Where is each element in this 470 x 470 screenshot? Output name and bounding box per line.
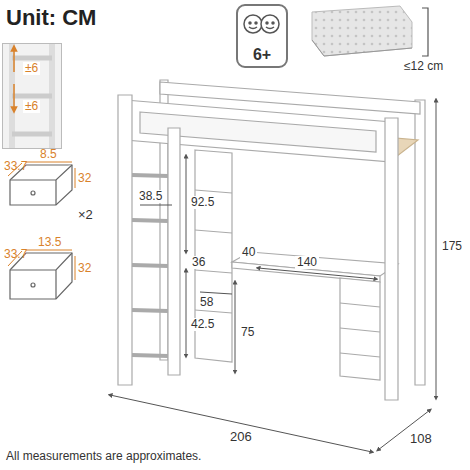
dimension: 108	[408, 432, 434, 446]
note: All measurements are approximates.	[6, 450, 201, 463]
unit-title: Unit: CM	[6, 6, 96, 30]
kids-icon	[244, 15, 279, 33]
drawer-dimension-lines	[8, 162, 75, 280]
dimension: 42.5	[189, 318, 216, 331]
dimension: 75	[239, 326, 256, 339]
drawer-drawing	[10, 165, 72, 299]
dimension: 33.7	[4, 248, 27, 261]
dimension: 32	[78, 262, 91, 275]
dimension: 58	[198, 296, 215, 309]
dimension: 206	[228, 430, 254, 444]
dimension: 8.5	[40, 148, 57, 161]
age-badge: 6+	[236, 4, 288, 68]
dimension: 36	[190, 256, 207, 269]
dimension: 140	[295, 256, 319, 269]
node-label: ±6	[23, 100, 40, 113]
node-label: 6+	[253, 46, 271, 64]
dimension: 33.7	[4, 160, 27, 173]
dimension: 92.5	[189, 196, 216, 209]
ladder-detail	[3, 44, 61, 148]
dimension: 175	[440, 240, 464, 253]
ladder-detail-box: ±6 ±6	[2, 43, 62, 149]
dimension: 13.5	[38, 236, 61, 249]
dimension: 32	[78, 172, 91, 185]
mattress-image	[312, 6, 428, 56]
dimension-lines	[110, 100, 436, 452]
loft-bed	[118, 80, 425, 400]
mattress-thickness: ≤12 cm	[404, 60, 443, 73]
node-label: ±6	[23, 62, 40, 75]
quantity: ×2	[78, 208, 93, 222]
dimension: 38.5	[137, 190, 164, 203]
dimension: 40	[240, 246, 257, 259]
